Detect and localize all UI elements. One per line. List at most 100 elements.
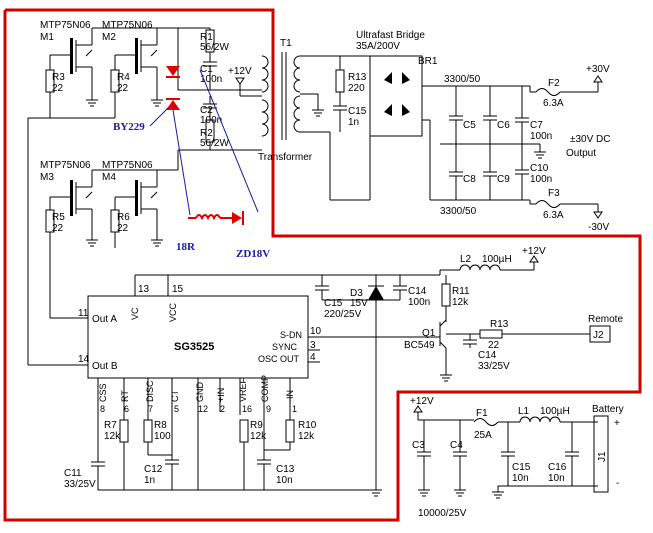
c4-ref: C4 — [450, 440, 463, 451]
r7-ref: R7 — [104, 420, 117, 431]
inductor-l1 — [519, 416, 561, 423]
bridge-ref: BR1 — [418, 56, 438, 67]
pin-vref: VREF — [238, 377, 248, 402]
pin-5: 5 — [174, 404, 179, 414]
r5-value: 22 — [52, 223, 64, 234]
m2-part: MTP75N06 — [102, 20, 153, 31]
c2-ref: C2 — [200, 105, 213, 116]
pin-15: 15 — [172, 284, 184, 295]
inductor-l2 — [459, 264, 501, 271]
r5-ref: R5 — [52, 212, 65, 223]
battery-label: Battery — [592, 404, 624, 415]
c10-value: 100n — [530, 174, 552, 185]
capacitor-bank — [440, 86, 546, 200]
resistor-r13-base — [479, 329, 503, 339]
plus12-input-label: +12V — [410, 396, 434, 407]
fuse-f3 — [535, 200, 561, 208]
c7-ref: C7 — [530, 120, 543, 131]
transformer-label: Transformer — [258, 152, 313, 163]
c7-value: 100n — [530, 131, 552, 142]
pin-9: 9 — [266, 404, 271, 414]
r4-ref: R4 — [117, 72, 130, 83]
pin-vcc: VCC — [168, 302, 178, 322]
plus-sign: + — [614, 418, 620, 429]
j1-ref: J1 — [597, 451, 608, 462]
f2-ref: F2 — [548, 78, 560, 89]
c8-ref: C8 — [463, 174, 476, 185]
f3-value: 6.3A — [543, 210, 564, 221]
r6-ref: R6 — [117, 212, 130, 223]
m3-ref: M3 — [40, 172, 54, 183]
fuse-f1 — [473, 418, 499, 426]
l1-ref: L1 — [518, 406, 530, 417]
connector-j2[interactable] — [589, 325, 611, 343]
r1-ref: R1 — [200, 32, 213, 43]
pin-ct: CT — [170, 390, 180, 402]
ground-symbol — [312, 94, 324, 117]
r2-value: 56/2W — [200, 138, 229, 149]
plus12-l2-label: +12V — [522, 246, 546, 257]
q1-value: BC549 — [404, 340, 435, 351]
ic-name: SG3525 — [174, 341, 214, 353]
c16-value: 10n — [548, 473, 565, 484]
pin-16: 16 — [242, 404, 252, 414]
m1-part: MTP75N06 — [40, 20, 91, 31]
f1-ref: F1 — [476, 408, 488, 419]
c12-ref: C12 — [144, 464, 163, 475]
c14-ref: C14 — [408, 286, 427, 297]
d3-ref: D3 — [350, 288, 363, 299]
r11-ref: R11 — [452, 286, 470, 297]
resistor-r11 — [441, 283, 451, 307]
mosfet-m2 — [92, 27, 178, 100]
connector-j1[interactable] — [593, 415, 609, 493]
r10-ref: R10 — [298, 420, 317, 431]
pin-11: 11 — [78, 308, 89, 319]
r4-value: 22 — [117, 83, 129, 94]
remote-label: Remote — [588, 314, 623, 325]
m1-ref: M1 — [40, 32, 54, 43]
minus30-label: -30V — [588, 222, 609, 233]
pin-8: 8 — [100, 404, 105, 414]
output-label: Output — [566, 148, 596, 159]
c13-value: 10n — [276, 475, 293, 486]
r1-value: 56/2W — [200, 42, 229, 53]
mosfet-m4 — [92, 169, 178, 240]
resistor-18r — [195, 214, 221, 221]
cap-bank-top: 3300/50 — [444, 74, 481, 85]
mosfet-m3 — [49, 170, 93, 240]
m4-part: MTP75N06 — [102, 160, 153, 171]
r10-value: 12k — [298, 431, 315, 442]
pin-sync: SYNC — [272, 342, 298, 352]
zener-d3 — [368, 286, 384, 300]
c13-ref: C13 — [276, 464, 295, 475]
pin-12: 12 — [198, 404, 208, 414]
r11-value: 12k — [452, 297, 469, 308]
pin-14: 14 — [78, 354, 90, 365]
m2-ref: M2 — [102, 32, 116, 43]
resistor-r10 — [285, 419, 295, 443]
c10-ref: C10 — [530, 163, 549, 174]
pin-vc: VC — [130, 307, 140, 320]
c3-ref: C3 — [412, 440, 425, 451]
c11-ref: C11 — [64, 468, 82, 479]
resistor-r9 — [239, 419, 249, 443]
m3-part: MTP75N06 — [40, 160, 91, 171]
r13-ref: R13 — [348, 72, 367, 83]
l2-ref: L2 — [460, 254, 472, 265]
r7-value: 12k — [104, 431, 121, 442]
c15-value: 220/25V — [324, 309, 362, 320]
zd-label: ZD18V — [236, 248, 270, 260]
c14b-value: 33/25V — [478, 361, 510, 372]
r9-value: 12k — [250, 431, 267, 442]
input-caps-value: 10000/25V — [418, 508, 467, 519]
plus30-label: +30V — [586, 64, 610, 75]
r2-ref: R2 — [200, 128, 213, 139]
f3-ref: F3 — [548, 188, 560, 199]
c11-value: 33/25V — [64, 479, 96, 490]
minus-sign: - — [616, 478, 619, 489]
r6-value: 22 — [117, 223, 129, 234]
bridge-rectifier — [369, 55, 423, 137]
c1-ref: C1 — [200, 64, 213, 75]
ground-symbol — [86, 239, 163, 247]
pin-comp: COMP — [260, 375, 270, 402]
